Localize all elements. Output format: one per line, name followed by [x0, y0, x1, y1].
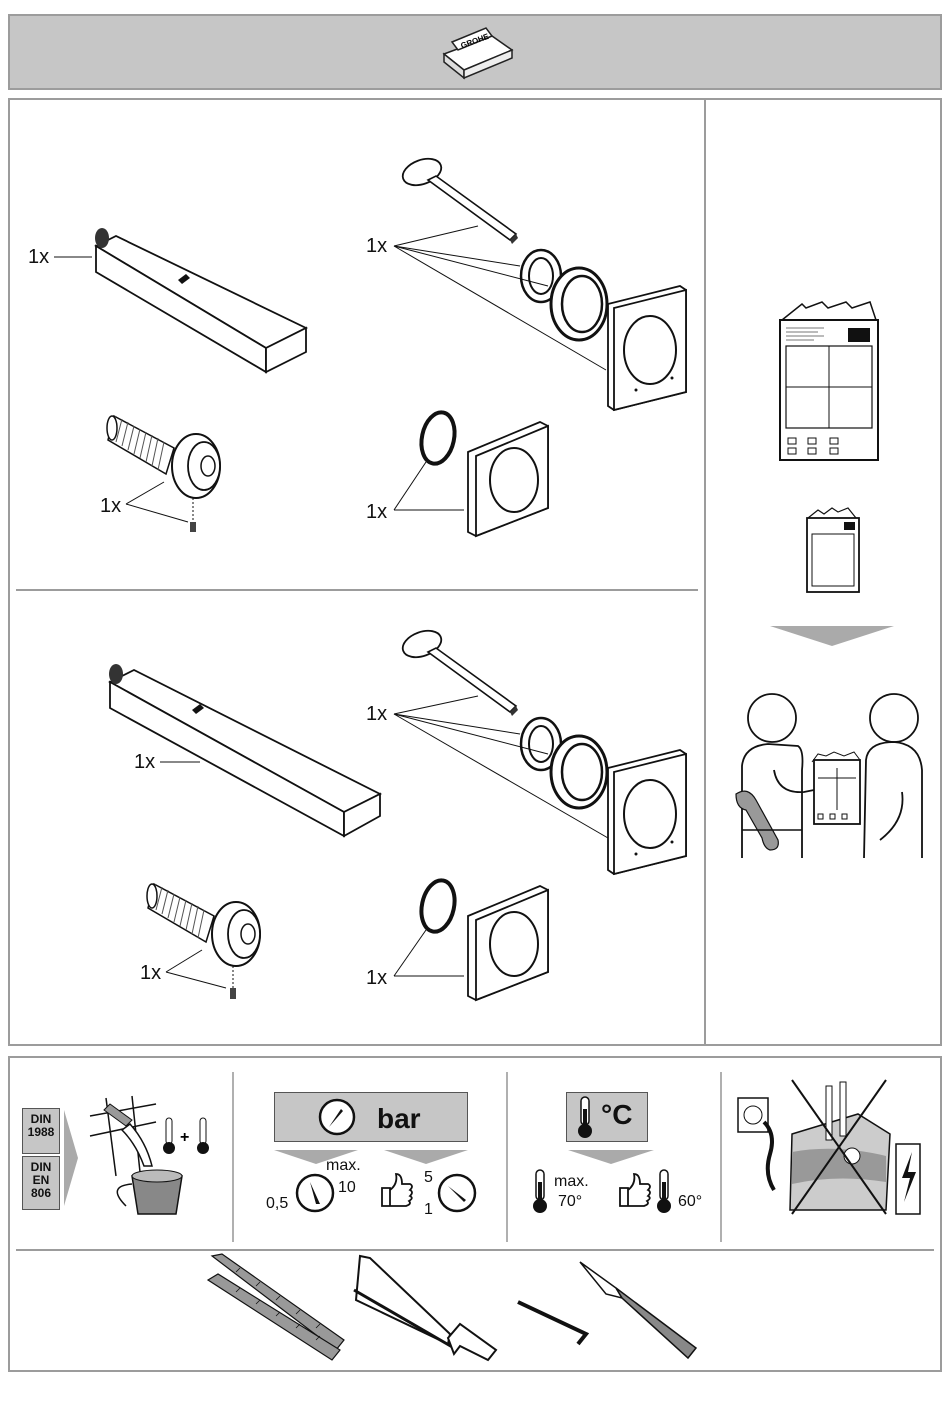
pressure-max-label: max.: [326, 1158, 361, 1174]
utility-knife-icon: [576, 1258, 706, 1368]
leader-lines: [392, 698, 612, 848]
thermometer-max-icon: [530, 1168, 550, 1214]
thumbs-up-icon: [614, 1170, 654, 1210]
wall-plate-square: [602, 746, 692, 876]
thumbs-up-icon: [376, 1170, 416, 1210]
temperature-max-label: max.: [554, 1174, 589, 1190]
folding-ruler-icon: [206, 1254, 346, 1364]
wall-plate-square: [602, 282, 692, 412]
sleeve-qty-label: 1x: [140, 963, 161, 983]
panel-vertical-divider: [704, 99, 706, 1045]
din-en-806-badge: DIN EN 806: [22, 1156, 60, 1210]
handover-arrow: [768, 624, 898, 648]
requirements-divider-v2: [506, 1072, 508, 1242]
hacksaw-icon: [350, 1254, 500, 1364]
panel-horizontal-divider: [16, 589, 698, 591]
pressure-max-value: 10: [338, 1180, 356, 1196]
temperature-header: °C: [566, 1092, 648, 1142]
din-1988-badge: DIN 1988: [22, 1108, 60, 1154]
pressure-rec-high: 5: [424, 1170, 433, 1186]
pressure-gauge-icon: [317, 1097, 357, 1137]
lever-set-qty-label: 1x: [366, 704, 387, 724]
o-ring: [412, 876, 462, 936]
pressure-gauge-max-icon: [294, 1172, 336, 1214]
pressure-min-value: 0,5: [266, 1196, 288, 1212]
pressure-gauge-rec-icon: [436, 1172, 478, 1214]
thermometer-rec-icon: [654, 1168, 674, 1214]
body-qty-label: 1x: [28, 247, 49, 267]
handover-to-customer-icon: [734, 690, 924, 860]
temperature-arrow: [566, 1150, 656, 1166]
leader-lines: [164, 948, 244, 978]
header-bar: GROHE: [8, 14, 942, 90]
plate-qty-label: 1x: [366, 968, 387, 988]
requirements-divider-h: [16, 1249, 934, 1251]
requirements-divider-v1: [232, 1072, 234, 1242]
leader-lines: [392, 460, 482, 520]
threaded-sleeve: [144, 872, 274, 1002]
leader-lines: [392, 928, 482, 988]
temperature-unit: °C: [601, 1099, 632, 1131]
quick-guide-icon: [804, 506, 864, 596]
leader-line: [160, 760, 210, 768]
pressure-unit: bar: [377, 1103, 421, 1135]
din-number: 806: [23, 1187, 59, 1200]
temperature-rec-value: 60°: [678, 1194, 702, 1210]
mixer-body-short: [86, 224, 316, 374]
requirements-divider-v3: [720, 1072, 722, 1242]
pressure-arrows: [272, 1150, 472, 1166]
installation-manual-icon: [774, 298, 884, 468]
plate-qty-label: 1x: [366, 502, 387, 522]
disconnect-power-icon: [736, 1074, 926, 1224]
grohe-box-icon: GROHE: [438, 24, 518, 84]
flush-pipes-icon: +: [86, 1096, 226, 1216]
temperature-max-value: 70°: [558, 1194, 582, 1210]
sleeve-qty-label: 1x: [100, 496, 121, 516]
lever-set-qty-label: 1x: [366, 236, 387, 256]
thermometer-icon: [575, 1095, 595, 1139]
leader-lines: [124, 480, 204, 510]
body-qty-label: 1x: [134, 752, 155, 772]
mixer-body-long: [100, 660, 390, 840]
leader-line: [54, 256, 94, 260]
o-ring: [412, 408, 462, 468]
arrow-right-icon: [62, 1108, 80, 1208]
leader-lines: [392, 230, 612, 380]
svg-text:+: +: [180, 1129, 189, 1146]
pressure-rec-low: 1: [424, 1202, 433, 1218]
pressure-header: bar: [274, 1092, 468, 1142]
din-number: 1988: [23, 1126, 59, 1139]
